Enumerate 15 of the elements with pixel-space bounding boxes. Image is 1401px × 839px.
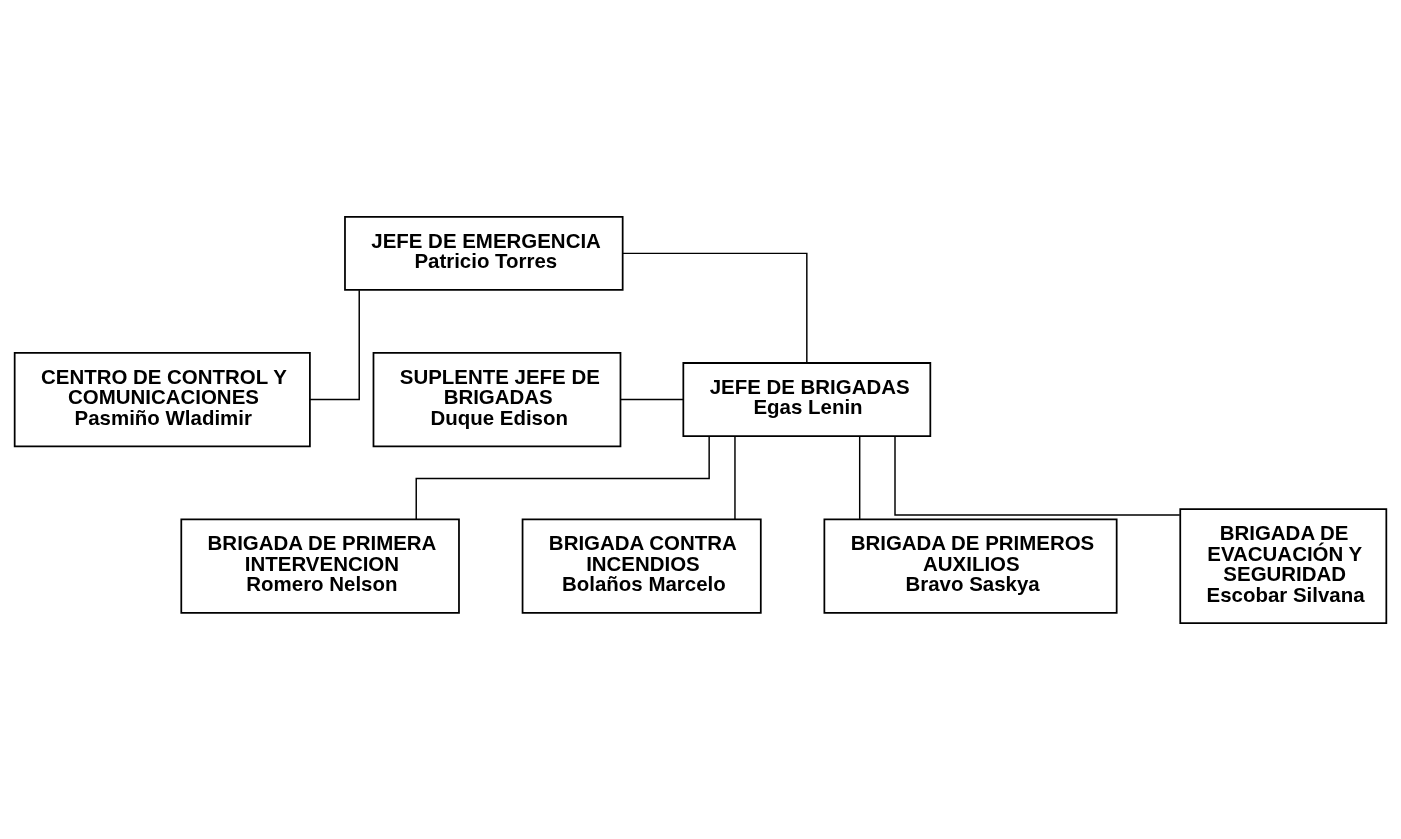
node-box: JEFE DE BRIGADAS Egas Lenin — [682, 361, 932, 437]
connector — [734, 434, 736, 520]
node-box: JEFE DE EMERGENCIA Patricio Torres — [344, 215, 624, 291]
node-box: BRIGADA DE EVACUACIÓN Y SEGURIDAD Escobar Silvana — [1179, 507, 1388, 624]
node-box: BRIGADA DE PRIMEROS AUXILIOS Bravo Saskya — [823, 518, 1118, 614]
connector — [858, 434, 861, 520]
connector — [309, 289, 360, 400]
node-box: SUPLENTE JEFE DE BRIGADAS Duque Edison — [372, 351, 622, 447]
connector — [620, 398, 684, 400]
node-box: BRIGADA DE PRIMERA INTERVENCION Romero Nelson — [180, 518, 460, 614]
connector — [415, 435, 710, 520]
node-box: BRIGADA CONTRA INCENDIOS Bolaños Marcelo — [521, 518, 762, 614]
connector — [894, 435, 1181, 516]
connector — [621, 252, 808, 363]
node-box: CENTRO DE CONTROL Y COMUNICACIONES Pasmiño Wladimir — [13, 351, 311, 447]
